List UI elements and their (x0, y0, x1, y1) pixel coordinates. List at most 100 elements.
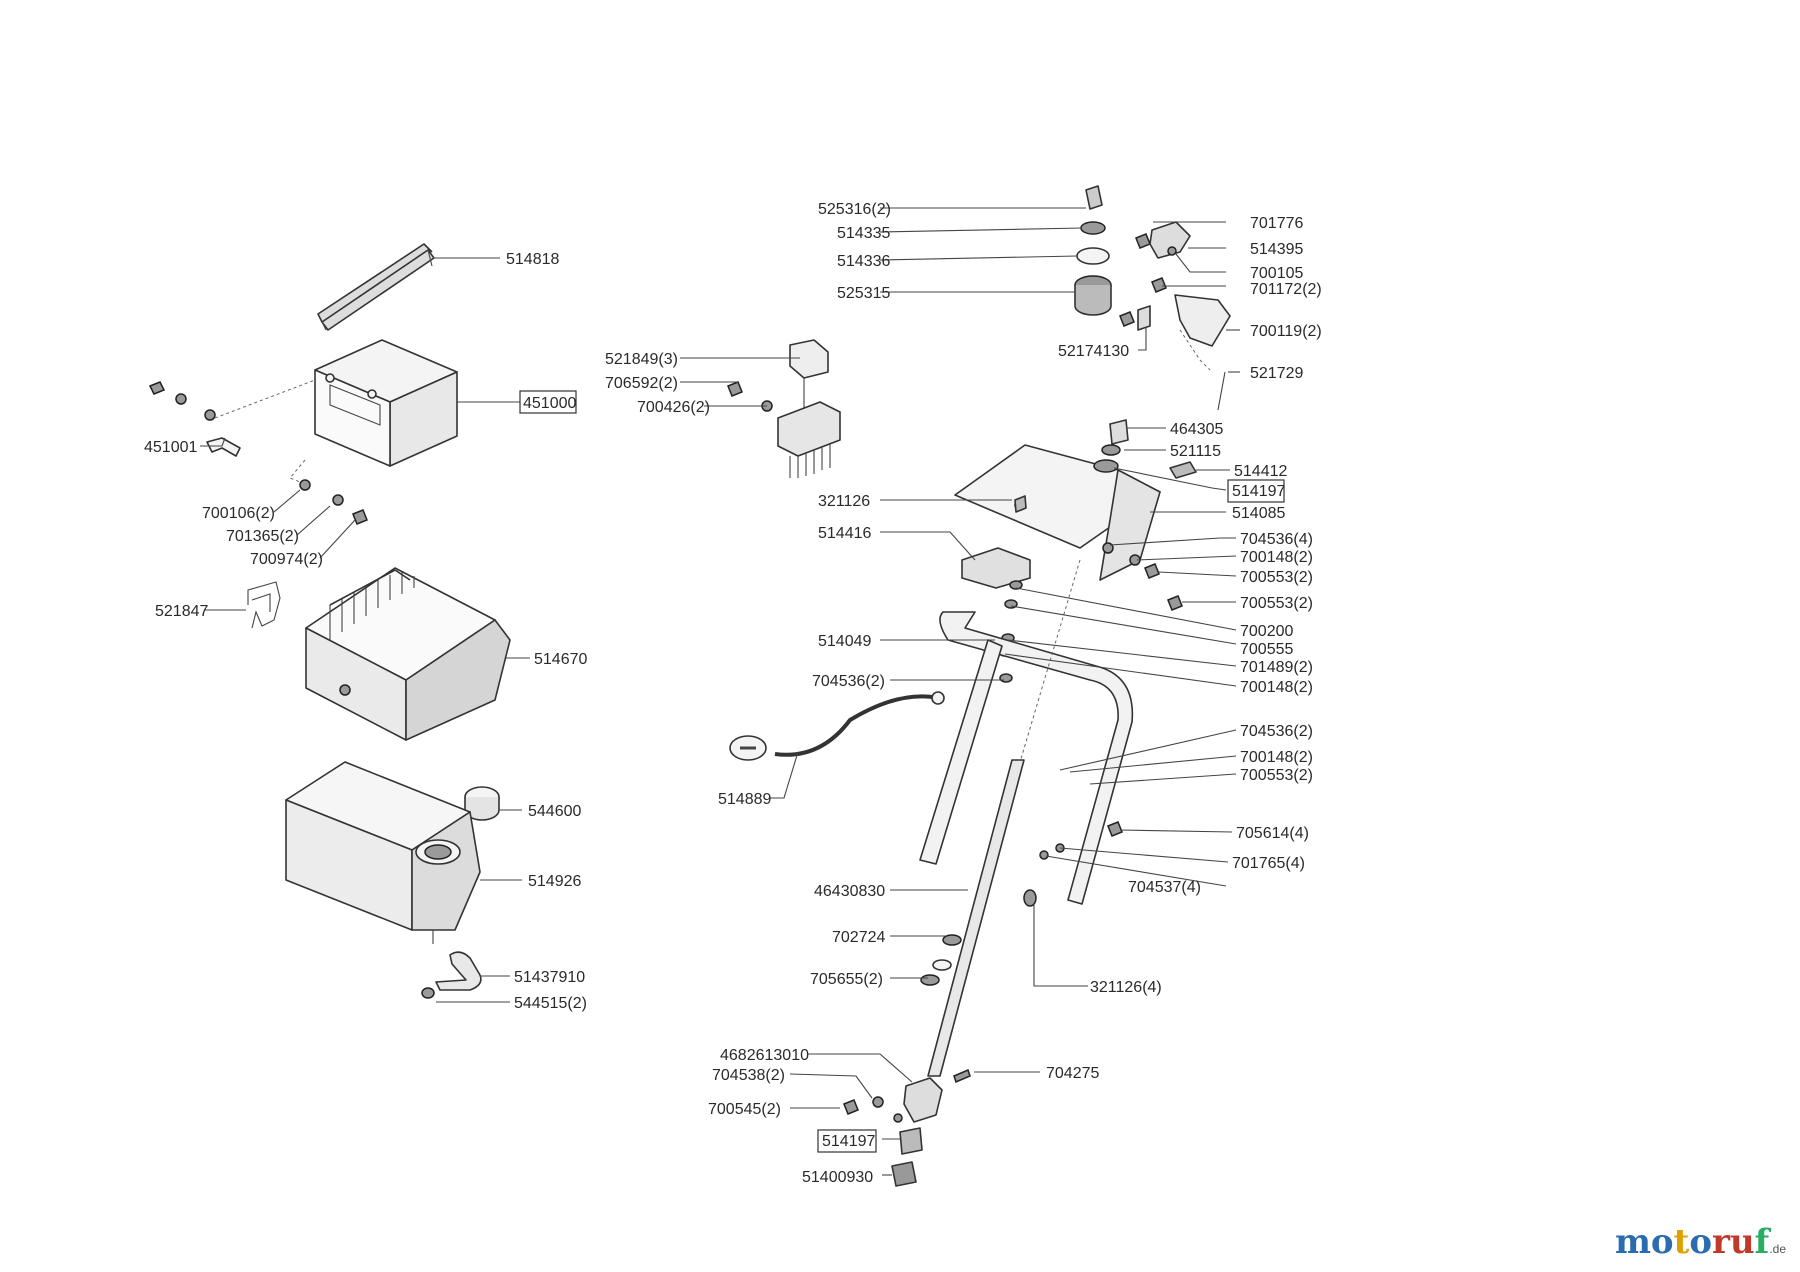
label-514197b: 514197 (822, 1133, 875, 1150)
label-514197a-box (1227, 479, 1285, 503)
motoruf-logo[interactable]: motoruf.de (1615, 1222, 1786, 1262)
part-521729-switch-bracket (1174, 294, 1231, 411)
part-521847-clip (247, 581, 281, 629)
logo-letter: m (1614, 1222, 1651, 1262)
part-514416-bracket (961, 547, 1031, 589)
part-52174130-plate (1119, 305, 1151, 331)
label-701489: 701489(2) (1240, 659, 1313, 676)
relay-hardware (727, 381, 773, 412)
part-514670-battery-tray (305, 567, 511, 741)
logo-letter: r (1712, 1222, 1730, 1262)
part-514926-tank (285, 761, 481, 944)
label-321126: 321126 (818, 493, 870, 510)
part-701776-bolt (1135, 233, 1151, 249)
part-701172-screw (1151, 277, 1167, 293)
label-704538: 704538(2) (712, 1067, 785, 1084)
label-514670: 514670 (534, 651, 587, 668)
logo-letter: f (1754, 1222, 1770, 1262)
label-521847: 521847 (155, 603, 208, 620)
part-514336-washer (1076, 247, 1110, 265)
label-521849: 521849(3) (605, 351, 678, 368)
label-700974: 700974(2) (250, 551, 323, 568)
part-451000-battery (314, 339, 458, 467)
logo-letter: t (1673, 1222, 1690, 1262)
label-700148-b: 700148(2) (1240, 679, 1313, 696)
label-704275: 704275 (1046, 1065, 1099, 1082)
label-514889: 514889 (718, 791, 771, 808)
label-701172: 701172(2) (1250, 281, 1322, 298)
label-525316: 525316(2) (818, 201, 891, 218)
part-464305-knob (1109, 419, 1129, 445)
part-321126-clip (1014, 495, 1027, 513)
label-514197b-box (817, 1129, 877, 1153)
logo-letter: o (1650, 1222, 1674, 1262)
part-525316-key (1085, 185, 1103, 210)
label-514395: 514395 (1250, 241, 1303, 258)
part-4682613010-pivot (843, 1068, 971, 1123)
label-701765: 701765(4) (1232, 855, 1305, 872)
fuse-block (777, 401, 841, 478)
label-514818: 514818 (506, 251, 559, 268)
leader-lines (200, 207, 1240, 1176)
label-700553-c: 700553(2) (1240, 767, 1313, 784)
label-700148-a: 700148(2) (1240, 549, 1313, 566)
label-464305: 464305 (1170, 421, 1223, 438)
label-706592: 706592(2) (605, 375, 678, 392)
label-700553-a: 700553(2) (1240, 569, 1313, 586)
part-51400930-knob (891, 1161, 917, 1187)
label-544515: 544515(2) (514, 995, 587, 1012)
part-525315-ignition-switch (1074, 275, 1112, 316)
part-46430830-tube (927, 759, 1025, 1077)
label-51400930: 51400930 (802, 1169, 873, 1186)
label-700148-c: 700148(2) (1240, 749, 1313, 766)
label-521115: 521115 (1170, 443, 1221, 460)
label-525315: 525315 (837, 285, 890, 302)
label-704536-b: 704536(2) (1240, 723, 1313, 740)
label-451000: 451000 (523, 395, 576, 412)
part-514197-knob-lower (899, 1127, 923, 1155)
part-451001-clamp (206, 437, 241, 457)
label-514085: 514085 (1232, 505, 1285, 522)
label-514049: 514049 (818, 633, 871, 650)
label-705614: 705614(4) (1236, 825, 1309, 842)
logo-letter: o (1689, 1222, 1713, 1262)
label-514336: 514336 (837, 253, 890, 270)
label-51437910: 51437910 (514, 969, 585, 986)
label-704537: 704537(4) (1128, 879, 1201, 896)
label-700545: 700545(2) (708, 1101, 781, 1118)
part-521849-relay (789, 339, 829, 415)
label-521729: 521729 (1250, 365, 1303, 382)
label-514416: 514416 (818, 525, 871, 542)
label-514412: 514412 (1234, 463, 1287, 480)
part-514889-cable (729, 691, 945, 761)
part-544600-cap (464, 786, 500, 821)
label-700119: 700119(2) (1250, 323, 1322, 340)
label-451000-box (519, 390, 577, 414)
label-704536-a: 704536(2) (812, 673, 885, 690)
part-51437910-hose (421, 951, 482, 999)
label-700105: 700105 (1250, 265, 1303, 282)
label-700426: 700426(2) (637, 399, 710, 416)
label-514926: 514926 (528, 873, 581, 890)
label-52174130: 52174130 (1058, 343, 1129, 360)
part-514395-bracket (1149, 221, 1191, 259)
logo-suffix: .de (1769, 1242, 1786, 1256)
label-4682613010: 4682613010 (720, 1047, 809, 1064)
label-701776: 701776 (1250, 215, 1303, 232)
label-544600: 544600 (528, 803, 581, 820)
part-514335-nut (1080, 221, 1106, 235)
label-700106: 700106(2) (202, 505, 275, 522)
part-labels: 514818 451000 451001 700106(2) 701365(2)… (144, 201, 1322, 1186)
label-704536-4: 704536(4) (1240, 531, 1313, 548)
logo-letter: u (1729, 1222, 1755, 1262)
label-321126-4: 321126(4) (1090, 979, 1162, 996)
part-514818-strap (317, 243, 435, 331)
part-514085-dash-panel (954, 444, 1161, 581)
battery-terminal-hardware (148, 379, 316, 421)
label-46430830: 46430830 (814, 883, 885, 900)
label-702724: 702724 (832, 929, 885, 946)
label-514335: 514335 (837, 225, 890, 242)
part-514412-cap (1169, 461, 1197, 479)
label-705655: 705655(2) (810, 971, 883, 988)
